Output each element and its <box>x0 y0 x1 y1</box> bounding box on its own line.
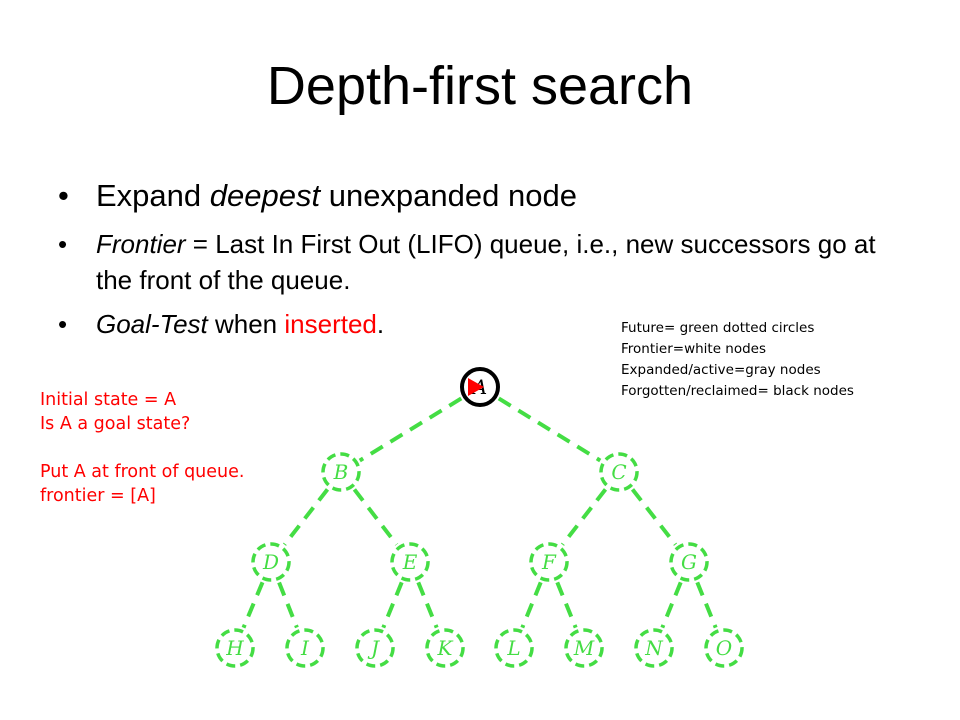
node-label-H: H <box>225 636 244 660</box>
node-circle-K <box>425 628 465 668</box>
tree-node-D: D <box>251 542 291 582</box>
frontier-marker-icon <box>468 378 484 396</box>
bullet2-emphasis: Frontier <box>96 229 186 259</box>
node-circle-C <box>599 452 639 492</box>
node-label-J: J <box>367 636 380 660</box>
tree-node-K: K <box>425 628 465 668</box>
tree-edge-C-F <box>560 488 608 546</box>
tree-node-E: E <box>390 542 430 582</box>
legend-item: Future= green dotted circles <box>621 320 815 336</box>
tree-edge-E-J <box>381 581 404 629</box>
node-circle-D <box>251 542 291 582</box>
bullet3-red: inserted <box>284 309 377 339</box>
tree-node-H: H <box>215 628 255 668</box>
tree-node-C: C <box>599 452 639 492</box>
legend-item: Forgotten/reclaimed= black nodes <box>621 383 854 399</box>
tree-node-M: M <box>564 628 604 668</box>
node-label-K: K <box>437 636 454 660</box>
bullet3-emphasis: Goal-Test <box>96 309 208 339</box>
tree-edges <box>241 396 718 629</box>
tree-node-B: B <box>321 452 361 492</box>
tree-edge-D-H <box>241 581 265 629</box>
bullet3-end: . <box>376 309 385 339</box>
node-label-L: L <box>506 636 520 660</box>
node-label-I: I <box>300 636 310 660</box>
bullet-list: Expand deepest unexpanded node Frontier … <box>58 176 918 342</box>
node-label-F: F <box>541 550 557 574</box>
bullet-expand-deepest: Expand deepest unexpanded node <box>58 176 918 216</box>
node-circle-G <box>669 542 709 582</box>
tree-node-L: L <box>494 628 534 668</box>
tree-edge-A-B <box>358 396 463 463</box>
tree-nodes: ABCDEFGHIJKLMNO <box>215 367 744 668</box>
legend: Future= green dotted circles Frontier=wh… <box>621 318 854 402</box>
node-label-O: O <box>716 636 732 660</box>
bullet1-emphasis: deepest <box>209 178 321 213</box>
node-circle-B <box>321 452 361 492</box>
bullet2-rest: = Last In First Out (LIFO) queue, i.e., … <box>96 229 876 295</box>
bullet3-mid: when <box>207 309 285 339</box>
bullet1-post: unexpanded node <box>320 178 577 213</box>
tree-edge-G-N <box>660 581 683 629</box>
bullet-frontier: Frontier = Last In First Out (LIFO) queu… <box>58 226 918 298</box>
node-label-C: C <box>611 460 626 484</box>
node-circle-H <box>215 628 255 668</box>
bullet1-pre: Expand <box>96 178 210 213</box>
node-circle-I <box>285 628 325 668</box>
tree-edge-F-L <box>520 581 543 629</box>
tree-node-I: I <box>285 628 325 668</box>
tree-edge-A-C <box>497 396 602 463</box>
tree-node-G: G <box>669 542 709 582</box>
node-circle-M <box>564 628 604 668</box>
node-circle-E <box>390 542 430 582</box>
node-label-B: B <box>333 460 349 484</box>
note-line: Put A at front of queue. <box>40 462 245 482</box>
bullet-goal-test: Goal-Test when inserted. <box>58 306 918 342</box>
tree-edge-E-K <box>416 581 439 629</box>
legend-item: Frontier=white nodes <box>621 341 767 357</box>
tree-node-N: N <box>634 628 674 668</box>
node-circle-F <box>529 542 569 582</box>
note-line: frontier = [A] <box>40 486 156 506</box>
tree-edge-B-D <box>282 488 330 546</box>
tree-node-F: F <box>529 542 569 582</box>
tree-node-O: O <box>704 628 744 668</box>
node-circle-L <box>494 628 534 668</box>
legend-item: Expanded/active=gray nodes <box>621 362 821 378</box>
tree-edge-F-M <box>555 581 578 629</box>
note-line: Initial state = A <box>40 390 177 410</box>
node-label-G: G <box>681 550 697 574</box>
node-label-M: M <box>573 636 595 660</box>
tree-edge-G-O <box>695 581 718 629</box>
node-circle-J <box>355 628 395 668</box>
note-line: Is A a goal state? <box>40 414 191 434</box>
slide-title: Depth-first search <box>266 56 694 116</box>
node-label-N: N <box>644 636 664 660</box>
notes: Initial state = A Is A a goal state? Put… <box>40 388 244 508</box>
tree-edge-D-I <box>277 581 299 629</box>
node-circle-N <box>634 628 674 668</box>
node-label-E: E <box>402 550 418 574</box>
node-circle-O <box>704 628 744 668</box>
node-label-D: D <box>262 550 279 574</box>
tree-edge-C-G <box>630 488 678 546</box>
tree-edge-B-E <box>352 488 399 546</box>
tree-node-J: J <box>355 628 395 668</box>
